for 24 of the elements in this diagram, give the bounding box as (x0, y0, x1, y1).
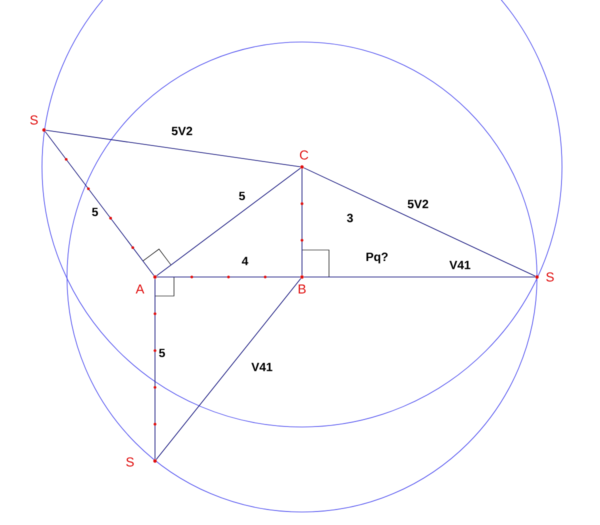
edge-label: 5 (239, 192, 245, 200)
angle-label: Pq? (366, 252, 388, 264)
point-label: B (298, 284, 306, 294)
line-segment (156, 278, 302, 460)
edge-label: 5V2 (172, 126, 192, 136)
line-segment (44, 131, 154, 276)
edge-label: 3 (346, 214, 353, 222)
line-segment (303, 167, 536, 277)
line-segment (156, 276, 300, 278)
point-label: S (126, 457, 134, 467)
line-segment (46, 130, 300, 168)
line-segment (156, 168, 301, 276)
edge-label: V41 (449, 260, 470, 270)
edge-label: 5 (92, 208, 98, 216)
point-label: S (546, 272, 554, 282)
point-label: A (136, 284, 144, 294)
edge-label: V41 (251, 362, 272, 372)
edge-label: 5V2 (408, 200, 428, 208)
point-label: C (300, 150, 308, 160)
line-segment (154, 278, 156, 460)
line-segment (304, 276, 536, 278)
point-label: S (30, 115, 38, 125)
edge-label: 5 (159, 348, 165, 358)
edge-label: 4 (242, 256, 248, 266)
